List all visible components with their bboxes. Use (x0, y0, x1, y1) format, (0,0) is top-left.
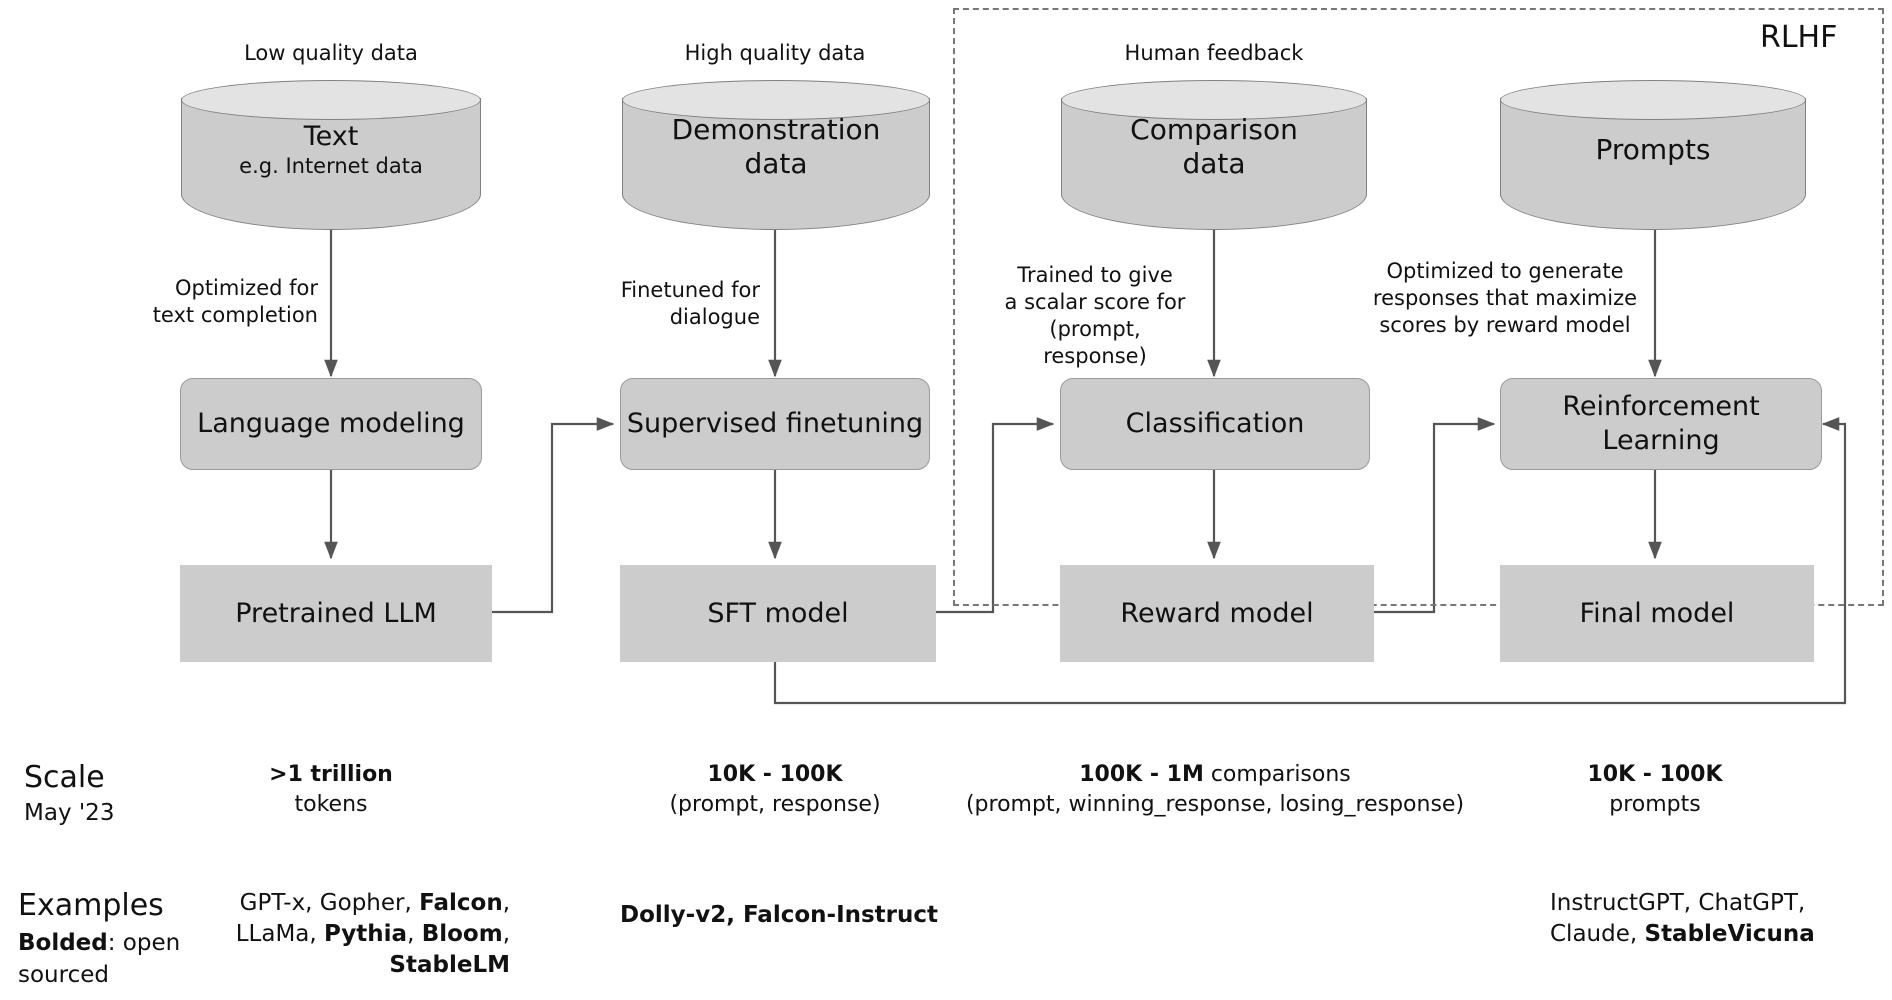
stage-2-dataset-subtitle: data (744, 147, 808, 180)
stage-2-dataset-label: Demonstration data (622, 113, 930, 182)
example-name-open-sourced: Pythia (324, 921, 408, 947)
stage-4-scale-rest: prompts (1609, 792, 1701, 817)
stage-1-scale: >1 trillion tokens (171, 760, 491, 820)
cylinder-top (1061, 80, 1367, 120)
stage-1-dataset-title: Text (303, 121, 359, 152)
stage-3-dataset-title: Comparison (1130, 113, 1298, 146)
stage-1-process-box: Language modeling (180, 378, 482, 470)
example-line: StableLM (200, 950, 510, 981)
stage-1-dataset-cylinder: Text e.g. Internet data (181, 80, 481, 230)
example-line: LLaMa, Pythia, Bloom, (200, 919, 510, 950)
stage-4-scale-bold: 10K - 100K (1587, 762, 1723, 787)
stage-4-process-box: Reinforcement Learning (1500, 378, 1822, 470)
stage-2-scale: 10K - 100K (prompt, response) (615, 760, 935, 820)
example-name: LLaMa, (235, 921, 325, 947)
example-name-open-sourced: StableLM (389, 952, 510, 978)
stage-2-dataset-title: Demonstration (671, 113, 881, 146)
scale-row-subtitle: May '23 (24, 800, 115, 826)
stage-2-scale-bold: 10K - 100K (707, 762, 843, 787)
stage-1-examples: GPT-x, Gopher, Falcon,LLaMa, Pythia, Blo… (200, 888, 510, 981)
stage-4-dataset-title: Prompts (1595, 133, 1711, 166)
stage-4-dataset-label: Prompts (1500, 133, 1806, 166)
stage-4-artifact-box: Final model (1500, 565, 1814, 662)
stage-1-scale-bold: >1 trillion (269, 762, 393, 787)
stage-2-scale-rest: (prompt, response) (669, 792, 881, 817)
stage-1-artifact-box: Pretrained LLM (180, 565, 492, 662)
cylinder-top (1500, 80, 1806, 120)
cylinder-body (181, 98, 481, 230)
stage-3-scale: 100K - 1M comparisons (prompt, winning_r… (935, 760, 1495, 820)
example-name-open-sourced: Bloom (421, 921, 503, 947)
stage-3-process-box: Classification (1060, 378, 1370, 470)
example-line: Claude, StableVicuna (1550, 919, 1892, 950)
cylinder-body (622, 98, 930, 230)
example-line: GPT-x, Gopher, Falcon, (200, 888, 510, 919)
stage-2-examples: Dolly-v2, Falcon-Instruct (620, 900, 1020, 931)
example-name: InstructGPT, ChatGPT, (1550, 890, 1806, 916)
example-name-open-sourced: StableVicuna (1644, 921, 1815, 947)
stage-4-scale: 10K - 100K prompts (1495, 760, 1815, 820)
examples-row-note-bold: Bolded (18, 930, 108, 956)
stage-2-dataset-cylinder: Demonstration data (622, 80, 930, 230)
example-name: Claude, (1550, 921, 1645, 947)
stage-3-scale-second-line: (prompt, winning_response, losing_respon… (965, 792, 1465, 817)
stage-4-arrow-label: Optimized to generate responses that max… (1372, 259, 1638, 337)
examples-row-note-line2: sourced (18, 962, 109, 988)
stage-3-scale-rest: comparisons (1203, 762, 1351, 787)
example-name: , (502, 890, 510, 916)
example-name: GPT-x, Gopher, (239, 890, 420, 916)
stage-2-arrow-label: Finetuned for dialogue (620, 278, 760, 329)
stage-3-dataset-label: Comparison data (1061, 113, 1367, 182)
stage-1-dataset-subtitle: e.g. Internet data (239, 154, 423, 178)
rlhf-region-label: RLHF (1760, 20, 1838, 55)
example-name-open-sourced: Dolly-v2, Falcon-Instruct (620, 902, 939, 928)
arrow-pretrained-llm-to-supervised-finetuning (492, 417, 615, 614)
stage-1-arrow-label: Optimized for text completion (152, 276, 318, 327)
cylinder-top (622, 80, 930, 120)
stage-3-arrow-label: Trained to give a scalar score for (prom… (1004, 263, 1186, 368)
example-name: , (502, 921, 510, 947)
stage-1-scale-rest: tokens (294, 792, 368, 817)
examples-row-title: Examples (18, 888, 164, 923)
cylinder-body (1500, 98, 1806, 230)
cylinder-body (1061, 98, 1367, 230)
rlhf-region (953, 8, 1884, 606)
stage-1-dataset-label: Text e.g. Internet data (181, 120, 481, 180)
example-line: InstructGPT, ChatGPT, (1550, 888, 1892, 919)
example-line: Dolly-v2, Falcon-Instruct (620, 900, 1020, 931)
stage-2-artifact-box: SFT model (620, 565, 936, 662)
example-name-open-sourced: Falcon (419, 890, 503, 916)
stage-3-scale-bold: 100K - 1M (1079, 762, 1204, 787)
stage-4-dataset-cylinder: Prompts (1500, 80, 1806, 230)
stage-3-data-caption: Human feedback (1124, 41, 1304, 65)
stage-3-dataset-subtitle: data (1182, 147, 1246, 180)
stage-3-dataset-cylinder: Comparison data (1061, 80, 1367, 230)
example-name: , (407, 921, 422, 947)
stage-1-data-caption: Low quality data (244, 41, 418, 65)
examples-row-note-rest: : open (107, 930, 181, 956)
stage-2-process-box: Supervised finetuning (620, 378, 930, 470)
stage-3-artifact-box: Reward model (1060, 565, 1374, 662)
examples-row-note: Bolded: open (18, 928, 188, 958)
stage-2-data-caption: High quality data (684, 41, 866, 65)
stage-4-examples: InstructGPT, ChatGPT, Claude, StableVicun… (1550, 888, 1892, 950)
cylinder-top (181, 80, 481, 120)
scale-row-title: Scale (24, 760, 105, 795)
